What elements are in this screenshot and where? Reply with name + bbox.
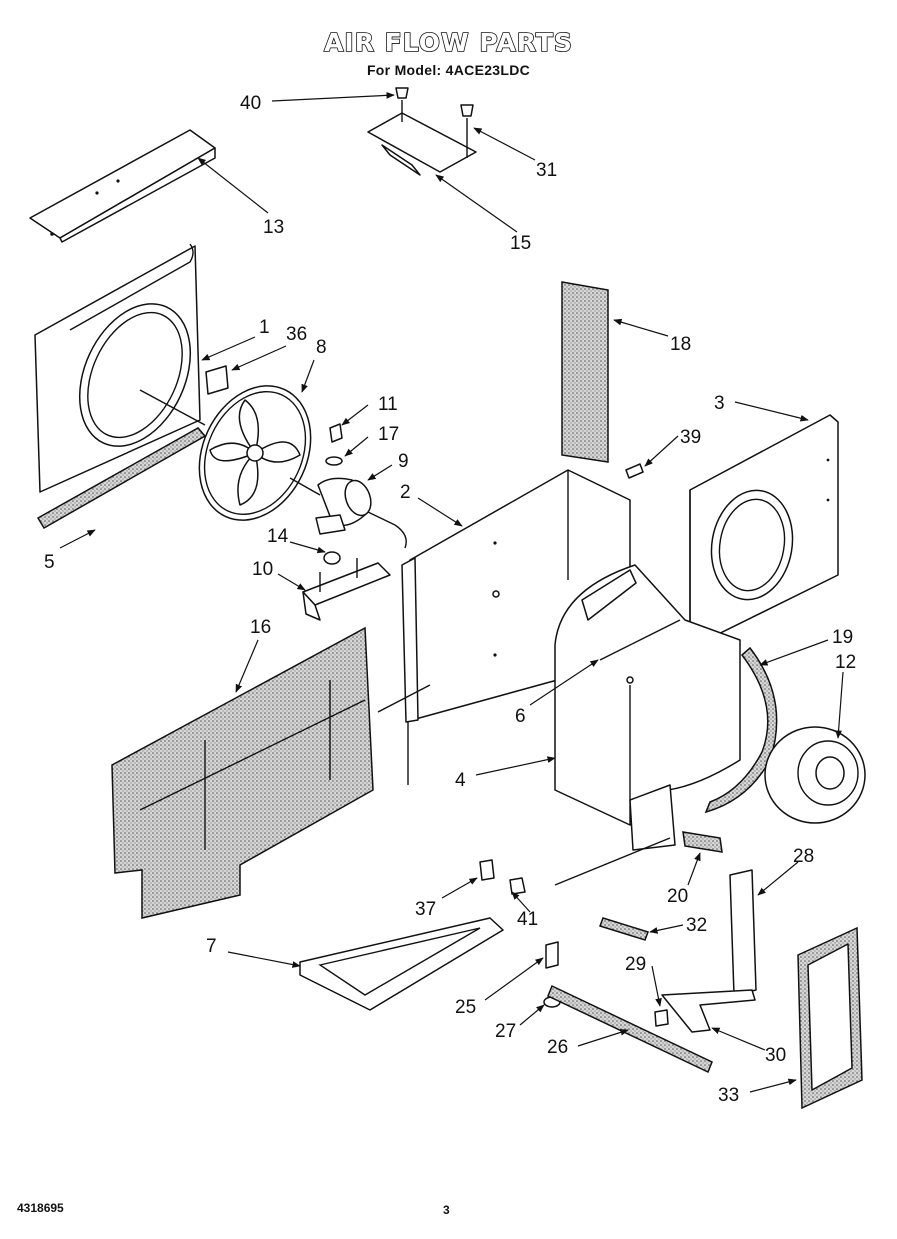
callout-36: 36 <box>286 324 307 345</box>
part-8-fan-blade <box>198 385 312 521</box>
part-13-top-panel <box>29 129 216 243</box>
callout-26: 26 <box>547 1037 568 1058</box>
part-37-clip <box>479 859 495 881</box>
callout-30: 30 <box>765 1045 786 1066</box>
part-29-clip <box>654 1009 669 1027</box>
callout-6: 6 <box>515 706 526 727</box>
callout-10: 10 <box>252 559 273 580</box>
callout-4: 4 <box>455 770 466 791</box>
callout-15: 15 <box>510 233 531 254</box>
part-32-seal-strip <box>554 837 671 941</box>
callout-1: 1 <box>259 317 270 338</box>
callout-5: 5 <box>44 552 55 573</box>
document-number: 4318695 <box>17 1201 64 1215</box>
part-33-gasket <box>797 926 863 1110</box>
part-26-rail <box>547 984 713 1074</box>
callout-2: 2 <box>400 482 411 503</box>
part-7-frame <box>299 917 504 1011</box>
callout-8: 8 <box>316 337 327 358</box>
callout-39: 39 <box>680 427 701 448</box>
callout-9: 9 <box>398 451 409 472</box>
part-3-back-panel <box>689 414 839 660</box>
callout-18: 18 <box>670 334 691 355</box>
callout-29: 29 <box>625 954 646 975</box>
callout-33: 33 <box>718 1085 739 1106</box>
part-28-panel <box>729 869 757 996</box>
model-subtitle: For Model: 4ACE23LDC <box>366 62 531 78</box>
callout-41: 41 <box>517 909 538 930</box>
part-15-mounting-bracket <box>367 87 477 176</box>
callout-3: 3 <box>714 393 725 414</box>
callout-32: 32 <box>686 915 707 936</box>
part-17-washer <box>325 456 343 466</box>
callout-28: 28 <box>793 846 814 867</box>
part-18-filter <box>561 281 609 463</box>
part-11-clip <box>329 423 343 443</box>
callout-27: 27 <box>495 1021 516 1042</box>
callout-19: 19 <box>832 627 853 648</box>
callout-37: 37 <box>415 899 436 920</box>
part-19-foam-seal <box>704 646 778 814</box>
page-title: AIR FLOW PARTS <box>323 27 573 58</box>
callout-13: 13 <box>263 217 284 238</box>
callout-11: 11 <box>378 394 398 415</box>
part-12-blower-wheel <box>764 726 866 824</box>
part-10-motor-bracket <box>302 558 391 621</box>
part-20-foam-block <box>682 831 723 853</box>
part-14-grommet <box>323 551 341 565</box>
part-16-insulation-panel <box>111 626 374 919</box>
callout-31: 31 <box>536 160 557 181</box>
page-number: 3 <box>443 1203 450 1217</box>
part-36-block <box>205 365 229 395</box>
callout-7: 7 <box>206 936 217 957</box>
part-39-screw <box>625 463 644 479</box>
callout-16: 16 <box>250 617 271 638</box>
part-4-blower-housing <box>554 564 741 851</box>
callout-25: 25 <box>455 997 476 1018</box>
callout-20: 20 <box>667 886 688 907</box>
callout-17: 17 <box>378 424 399 445</box>
callout-14: 14 <box>267 526 289 547</box>
part-30-bracket <box>661 989 756 1033</box>
part-41-screw <box>509 877 526 895</box>
part-25-bracket <box>545 941 559 969</box>
callout-12: 12 <box>835 652 856 673</box>
callout-40: 40 <box>240 93 261 114</box>
fan-shroud-orifice <box>34 243 206 493</box>
part-9-motor <box>289 477 407 549</box>
leader-lines <box>59 92 844 1093</box>
